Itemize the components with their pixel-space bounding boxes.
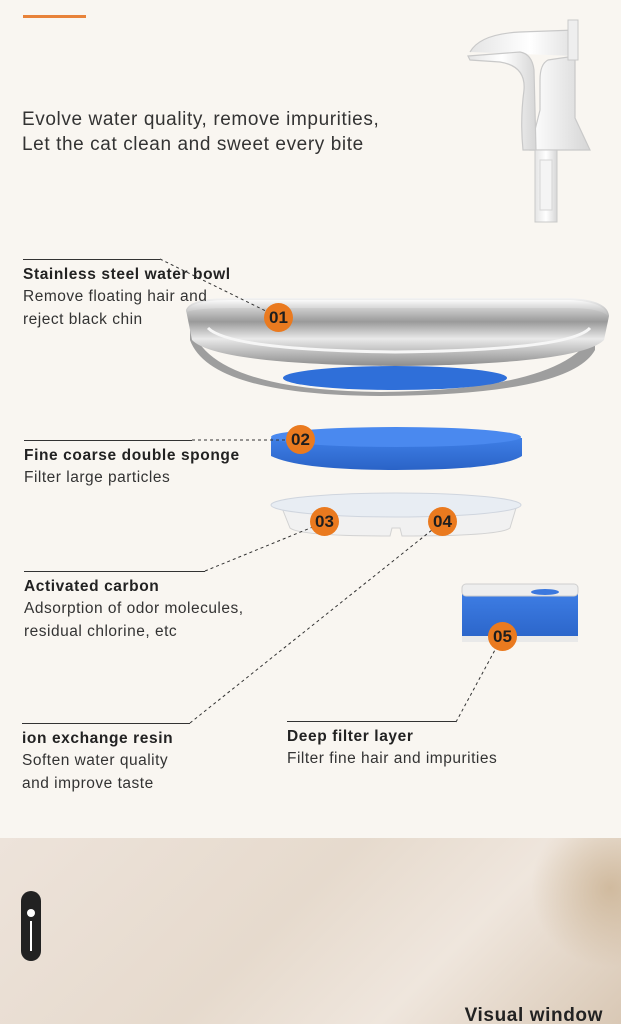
callout-double-sponge: Fine coarse double sponge Filter large p… bbox=[24, 440, 240, 488]
filter-tray-illustration bbox=[270, 492, 522, 537]
sponge-disc-illustration bbox=[271, 427, 522, 470]
callout-desc-line-2: residual chlorine, etc bbox=[24, 623, 178, 640]
headline-line-2: Let the cat clean and sweet every bite bbox=[22, 134, 364, 155]
component-badge-02: 02 bbox=[286, 425, 315, 454]
callout-steel-bowl: Stainless steel water bowl Remove floati… bbox=[23, 259, 231, 330]
component-badge-04: 04 bbox=[428, 507, 457, 536]
callout-activated-carbon: Activated carbon Adsorption of odor mole… bbox=[24, 571, 244, 642]
callout-title: ion exchange resin bbox=[22, 730, 174, 747]
callout-title: Activated carbon bbox=[24, 578, 160, 595]
callout-rule bbox=[287, 721, 456, 722]
exploded-filter-illustration bbox=[159, 19, 609, 724]
callout-ion-exchange-resin: ion exchange resin Soften water quality … bbox=[22, 723, 190, 794]
callout-deep-filter-layer: Deep filter layer Filter fine hair and i… bbox=[287, 721, 497, 769]
callout-desc-line-2: and improve taste bbox=[22, 775, 154, 792]
callout-title: Stainless steel water bowl bbox=[23, 266, 231, 283]
callout-title: Fine coarse double sponge bbox=[24, 447, 240, 464]
visual-window-icon bbox=[21, 891, 41, 961]
callout-rule bbox=[24, 571, 205, 572]
accent-rule bbox=[23, 15, 86, 18]
headline-line-1: Evolve water quality, remove impurities, bbox=[22, 109, 380, 130]
headline: Evolve water quality, remove impurities,… bbox=[22, 107, 379, 157]
callout-desc-line-1: Adsorption of odor molecules, bbox=[24, 600, 244, 617]
callout-title: Deep filter layer bbox=[287, 728, 414, 745]
callout-rule bbox=[23, 259, 160, 260]
callout-desc-line-2: reject black chin bbox=[23, 311, 143, 328]
pump-spout-illustration bbox=[467, 19, 591, 223]
callout-desc-line-1: Filter large particles bbox=[24, 469, 171, 486]
visual-window-section: Visual window bbox=[0, 838, 621, 1024]
steel-bowl-illustration bbox=[186, 298, 609, 396]
component-badge-03: 03 bbox=[310, 507, 339, 536]
component-badge-05: 05 bbox=[488, 622, 517, 651]
callout-desc-line-1: Remove floating hair and bbox=[23, 288, 208, 305]
callout-rule bbox=[22, 723, 190, 724]
background-shadow bbox=[530, 838, 621, 968]
leader-lines bbox=[159, 258, 503, 724]
component-badge-01: 01 bbox=[264, 303, 293, 332]
callout-desc-line-1: Filter fine hair and impurities bbox=[287, 750, 498, 767]
callout-rule bbox=[24, 440, 192, 441]
callout-desc-line-1: Soften water quality bbox=[22, 752, 169, 769]
deep-filter-block-illustration bbox=[461, 583, 579, 642]
visual-window-caption: Visual window bbox=[464, 1005, 603, 1024]
